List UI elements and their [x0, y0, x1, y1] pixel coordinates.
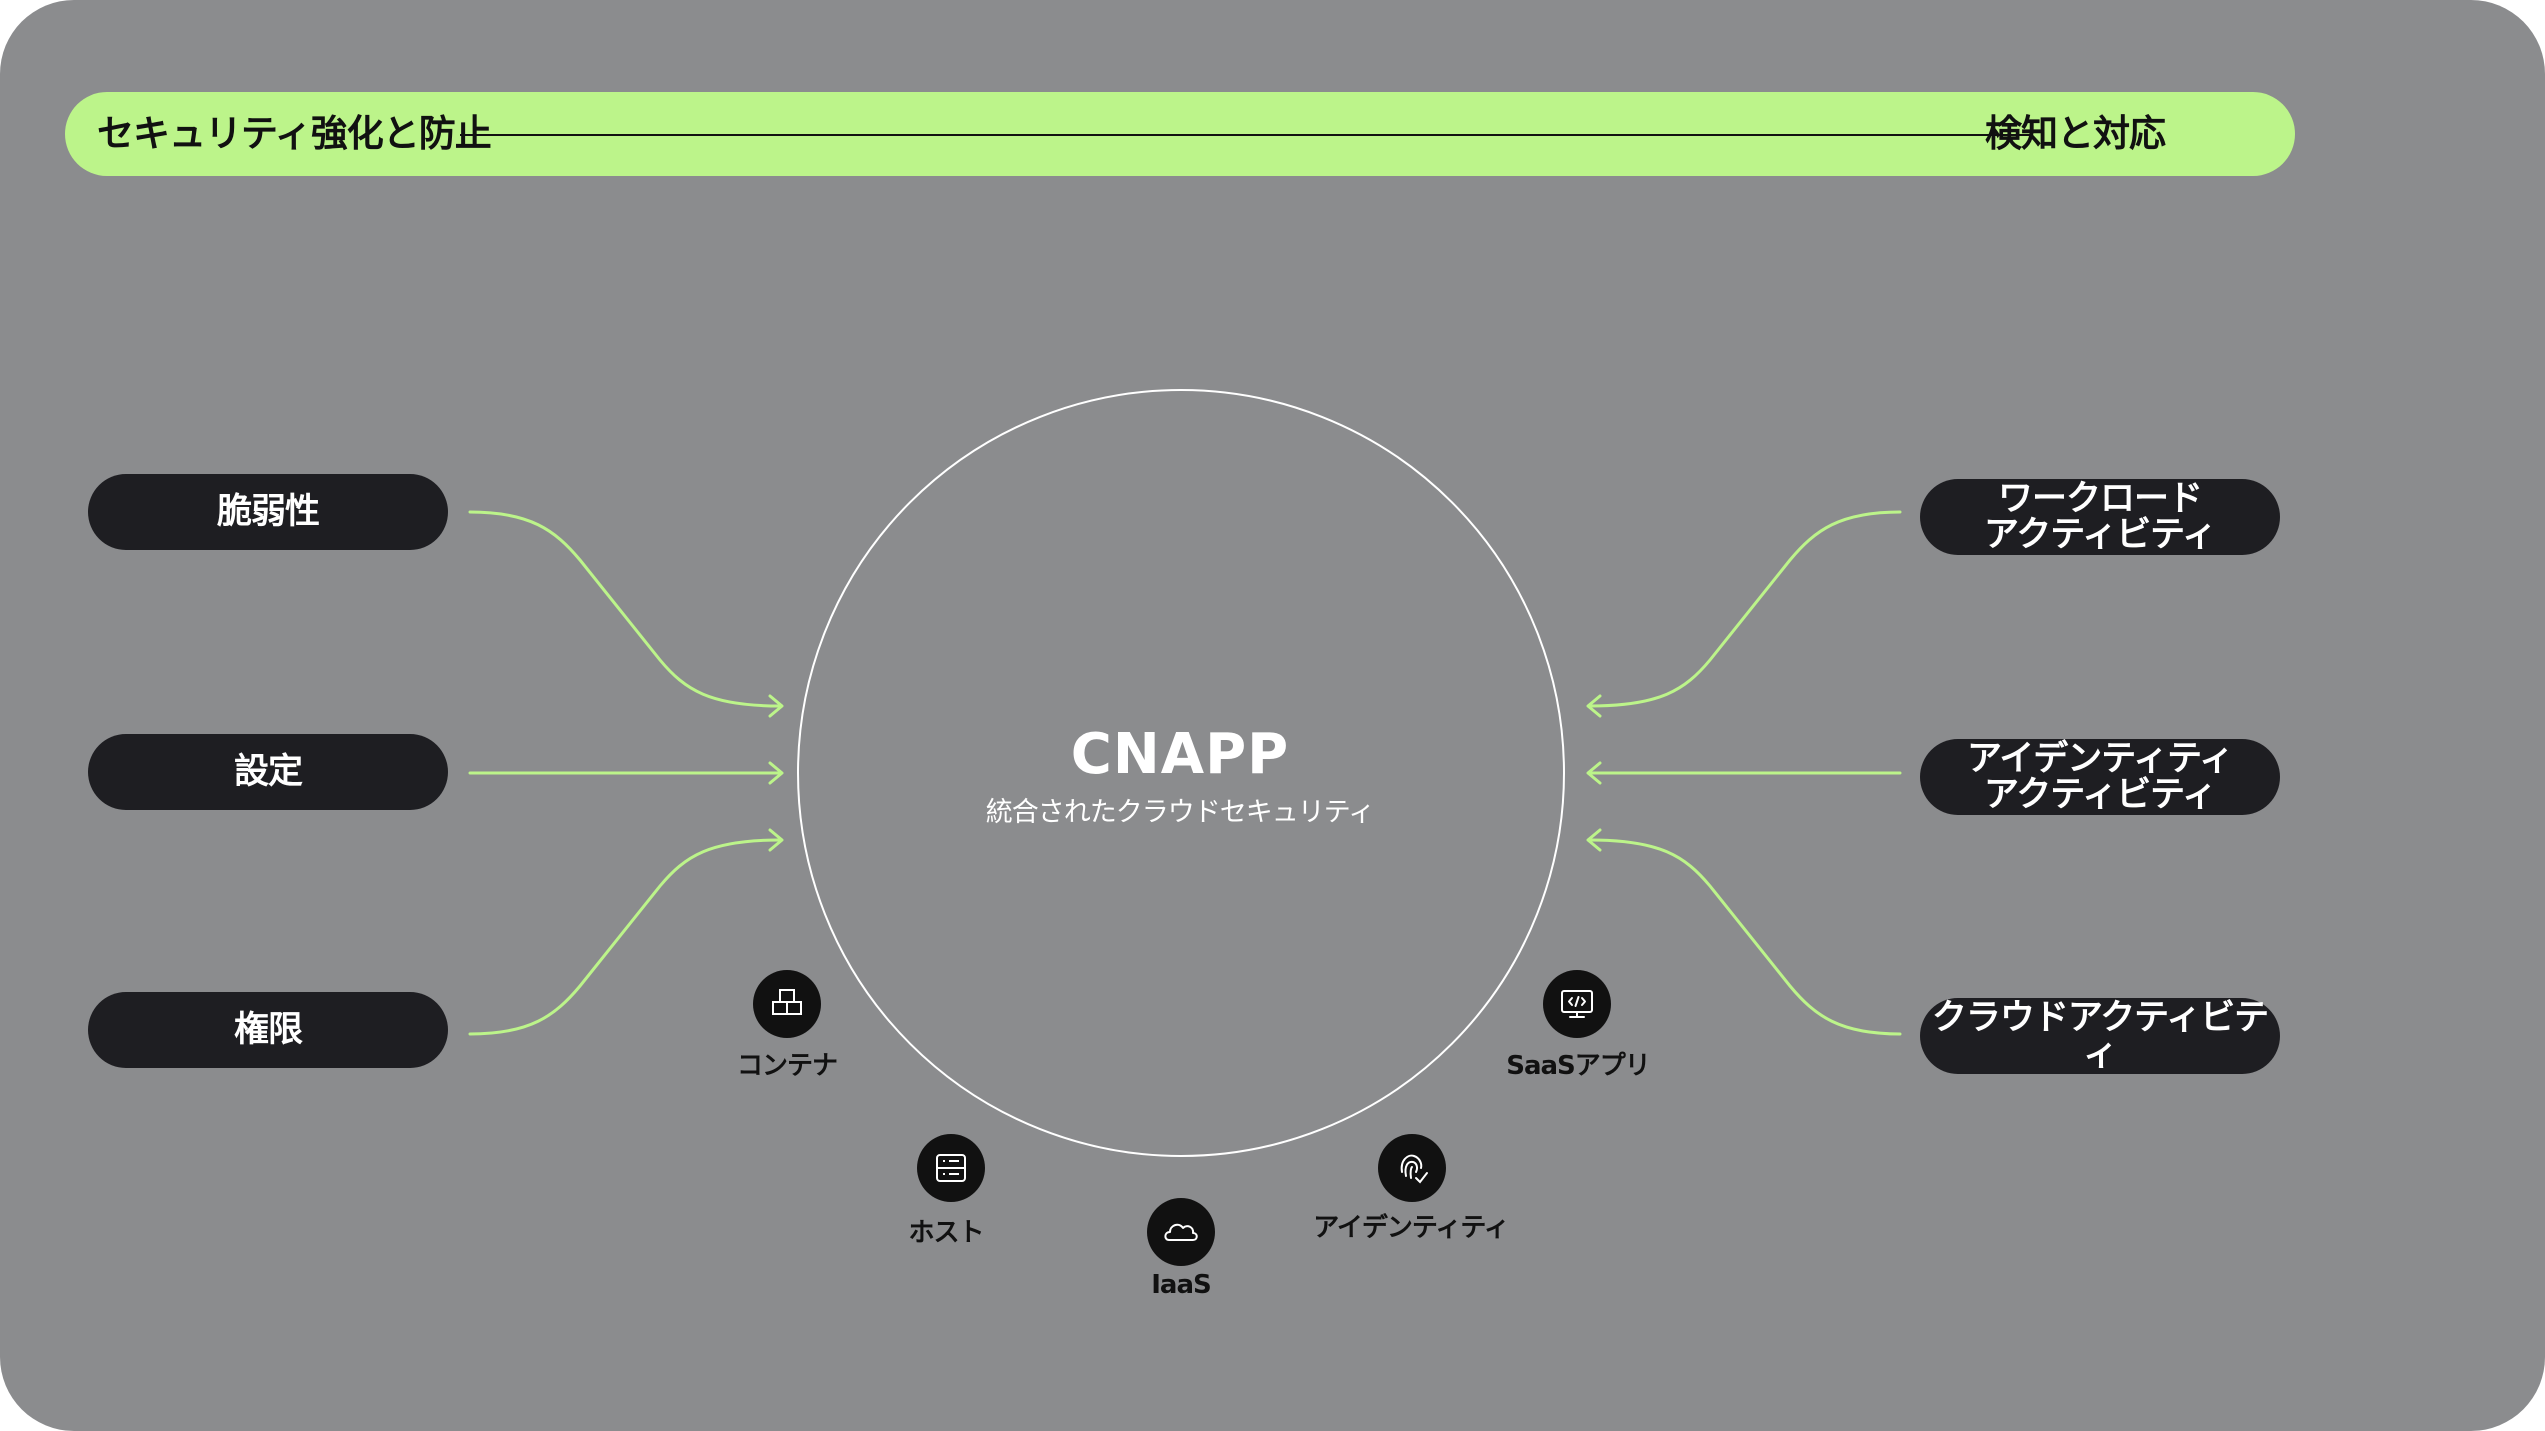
pill-identity-activity: アイデンティティ アクティビティ: [1920, 739, 2280, 815]
pill-permissions-label: 権限: [233, 1010, 303, 1050]
pill-workload-activity: ワークロード アクティビティ: [1920, 479, 2280, 555]
pill-vulnerability-label: 脆弱性: [216, 492, 320, 532]
connector-cloud-activity: [1588, 838, 1902, 1036]
pill-workload-activity-line1: ワークロード: [1997, 479, 2203, 519]
pill-configuration: 設定: [88, 734, 448, 810]
cnapp-subtitle: 統合されたクラウドセキュリティ: [985, 797, 1375, 828]
pill-cloud-activity: クラウドアクティビティ: [1920, 998, 2280, 1074]
pill-cloud-activity-line1: クラウドアクティビティ: [1931, 998, 2269, 1074]
banner-left-label: セキュリティ強化と防止: [97, 112, 492, 155]
saas-app-label: SaaSアプリ: [1506, 1051, 1651, 1081]
phase-banner: セキュリティ強化と防止 検知と対応: [65, 92, 2295, 176]
host-icon: [917, 1134, 985, 1202]
arrowhead-left-middle: [768, 761, 784, 785]
container-icon: [753, 970, 821, 1038]
arrowhead-right-middle: [1586, 761, 1602, 785]
pill-identity-activity-line1: アイデンティティ: [1966, 739, 2234, 779]
banner-right-label: 検知と対応: [1985, 112, 2166, 155]
pill-permissions: 権限: [88, 992, 448, 1068]
arrowhead-right-bottom: [1586, 828, 1602, 852]
container-label: コンテナ: [736, 1051, 838, 1081]
connector-workload-activity: [1588, 510, 1902, 708]
arrowhead-left-bottom: [768, 828, 784, 852]
arrowhead-right-top: [1586, 694, 1602, 718]
host-label: ホスト: [908, 1218, 984, 1248]
pill-identity-activity-line2: アクティビティ: [1983, 775, 2217, 815]
cloud-icon: [1147, 1198, 1215, 1266]
connector-vulnerability: [468, 510, 782, 708]
pill-configuration-label: 設定: [233, 752, 303, 792]
pill-workload-activity-line2: アクティビティ: [1983, 515, 2217, 555]
banner-divider-line: [460, 134, 2030, 136]
connector-permissions: [468, 838, 782, 1036]
iaas-label: IaaS: [1151, 1270, 1212, 1300]
arrowhead-left-top: [768, 694, 784, 718]
identity-label: アイデンティティ: [1313, 1213, 1510, 1243]
fingerprint-icon: [1378, 1134, 1446, 1202]
pill-vulnerability: 脆弱性: [88, 474, 448, 550]
cnapp-circle: [797, 389, 1565, 1157]
cnapp-title: CNAPP: [1070, 722, 1290, 787]
monitor-code-icon: [1543, 970, 1611, 1038]
